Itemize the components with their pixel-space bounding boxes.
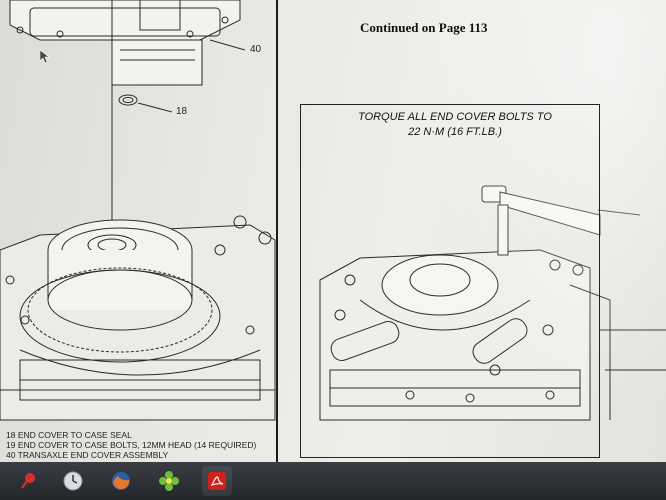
document-page: Continued on Page 113 40 18 TORQUE ALL E… <box>0 0 666 462</box>
clock-icon <box>63 471 83 491</box>
torque-note-line2: 22 N·M (16 FT.LB.) <box>408 126 502 138</box>
taskbar <box>0 462 666 500</box>
mouse-cursor-icon <box>40 50 50 64</box>
parts-legend: 18 END COVER TO CASE SEAL 19 END COVER T… <box>6 430 256 460</box>
flower-icon <box>159 471 179 491</box>
callout-18: 18 <box>176 106 188 117</box>
legend-item: 18 END COVER TO CASE SEAL <box>6 430 132 440</box>
taskbar-pdf-reader-button[interactable] <box>202 466 232 496</box>
pdf-icon <box>208 472 226 490</box>
continued-note: Continued on Page 113 <box>360 20 488 35</box>
pin-icon <box>21 473 35 489</box>
legend-item: 40 TRANSAXLE END COVER ASSEMBLY <box>6 450 169 460</box>
taskbar-firefox-button[interactable] <box>106 466 136 496</box>
taskbar-pin-button[interactable] <box>14 466 44 496</box>
firefox-icon <box>112 472 130 490</box>
taskbar-flower-app-button[interactable] <box>154 466 184 496</box>
legend-item: 19 END COVER TO CASE BOLTS, 12MM HEAD (1… <box>6 440 257 450</box>
torque-note: TORQUE ALL END COVER BOLTS TO 22 N·M (16… <box>330 110 580 140</box>
torque-callout-box <box>300 104 600 458</box>
torque-note-line1: TORQUE ALL END COVER BOLTS TO <box>358 111 552 123</box>
callout-40: 40 <box>250 44 262 55</box>
taskbar-clock-button[interactable] <box>58 466 88 496</box>
column-divider <box>276 0 278 462</box>
